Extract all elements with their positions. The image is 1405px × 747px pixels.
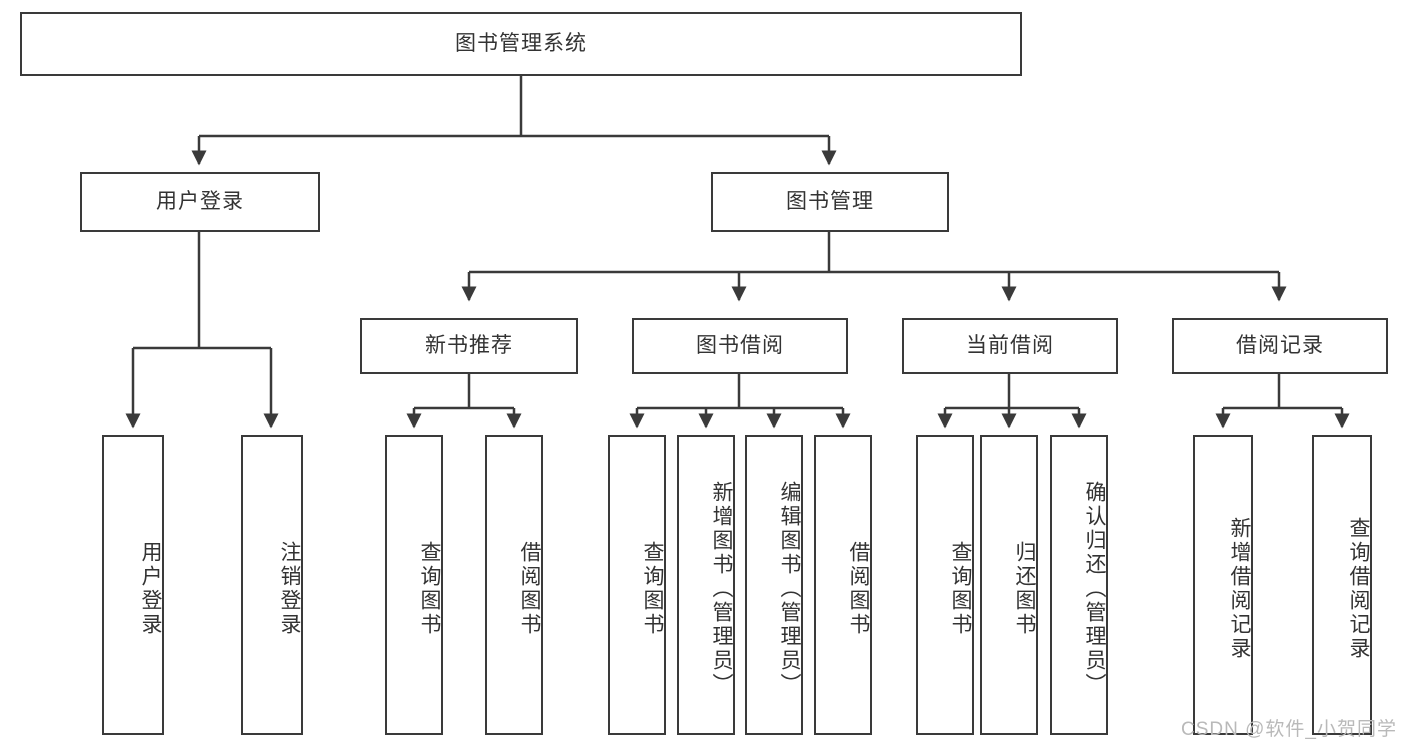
node-leaf-query-books-borrow-label: 查询图书 <box>641 541 664 637</box>
node-new-book-recommend-label: 新书推荐 <box>425 334 513 358</box>
node-leaf-query-books-current-label: 查询图书 <box>949 541 972 637</box>
node-leaf-edit-book-admin-label: 编辑图书（管理员） <box>778 481 801 697</box>
node-leaf-logout-label: 注销登录 <box>278 541 301 637</box>
node-leaf-return-books-label: 归还图书 <box>1013 541 1036 637</box>
node-leaf-user-login-label: 用户登录 <box>139 541 162 637</box>
node-leaf-query-books-recommend[interactable]: 查询图书 <box>385 435 443 735</box>
node-user-login[interactable]: 用户登录 <box>80 172 320 232</box>
watermark-text: CSDN @软件_小贺同学 <box>1181 719 1397 740</box>
node-leaf-user-login[interactable]: 用户登录 <box>102 435 164 735</box>
node-borrow-record[interactable]: 借阅记录 <box>1172 318 1388 374</box>
node-leaf-return-books[interactable]: 归还图书 <box>980 435 1038 735</box>
node-current-borrow-label: 当前借阅 <box>966 334 1054 358</box>
node-book-management[interactable]: 图书管理 <box>711 172 949 232</box>
node-current-borrow[interactable]: 当前借阅 <box>902 318 1118 374</box>
node-leaf-edit-book-admin[interactable]: 编辑图书（管理员） <box>745 435 803 735</box>
node-leaf-borrow-books[interactable]: 借阅图书 <box>814 435 872 735</box>
node-leaf-query-borrow-record[interactable]: 查询借阅记录 <box>1312 435 1372 735</box>
node-leaf-add-book-admin-label: 新增图书（管理员） <box>710 481 733 697</box>
node-leaf-borrow-books-recommend[interactable]: 借阅图书 <box>485 435 543 735</box>
node-leaf-confirm-return-admin[interactable]: 确认归还（管理员） <box>1050 435 1108 735</box>
node-leaf-add-borrow-record-label: 新增借阅记录 <box>1228 517 1251 661</box>
node-leaf-query-books-recommend-label: 查询图书 <box>418 541 441 637</box>
node-book-borrow[interactable]: 图书借阅 <box>632 318 848 374</box>
node-leaf-add-borrow-record[interactable]: 新增借阅记录 <box>1193 435 1253 735</box>
node-leaf-borrow-books-recommend-label: 借阅图书 <box>518 541 541 637</box>
node-leaf-add-book-admin[interactable]: 新增图书（管理员） <box>677 435 735 735</box>
node-user-login-label: 用户登录 <box>156 190 244 214</box>
node-leaf-query-books-current[interactable]: 查询图书 <box>916 435 974 735</box>
node-leaf-logout[interactable]: 注销登录 <box>241 435 303 735</box>
node-leaf-confirm-return-admin-label: 确认归还（管理员） <box>1083 481 1106 697</box>
node-leaf-query-borrow-record-label: 查询借阅记录 <box>1347 517 1370 661</box>
node-book-borrow-label: 图书借阅 <box>696 334 784 358</box>
node-borrow-record-label: 借阅记录 <box>1236 334 1324 358</box>
node-root[interactable]: 图书管理系统 <box>20 12 1022 76</box>
node-book-management-label: 图书管理 <box>786 190 874 214</box>
node-new-book-recommend[interactable]: 新书推荐 <box>360 318 578 374</box>
node-leaf-query-books-borrow[interactable]: 查询图书 <box>608 435 666 735</box>
node-root-label: 图书管理系统 <box>455 32 587 56</box>
node-leaf-borrow-books-label: 借阅图书 <box>847 541 870 637</box>
